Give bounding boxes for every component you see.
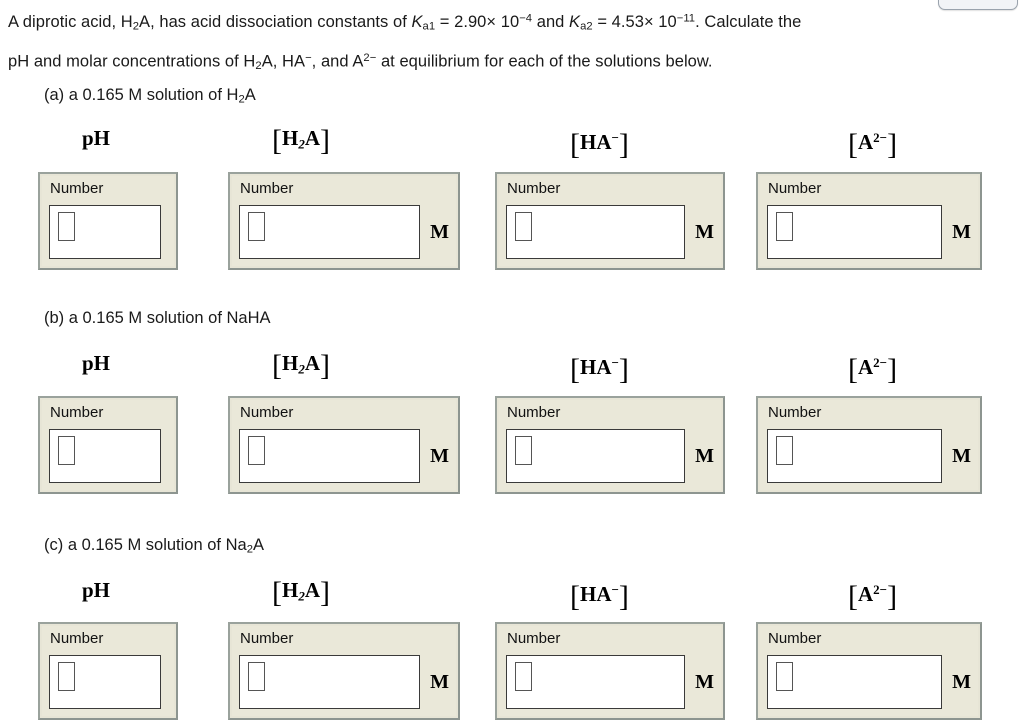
a2-input-b[interactable] [767, 429, 942, 483]
column-header-h2a-b: [H2A] [272, 349, 331, 383]
ph-input-c[interactable] [49, 655, 161, 709]
section-label-c: (c) a 0.165 M solution of Na2A [44, 536, 264, 556]
answer-box-ha-b[interactable]: Number M [495, 396, 725, 494]
answer-box-a2-b[interactable]: Number M [756, 396, 982, 494]
section-label-b: (b) a 0.165 M solution of NaHA [44, 309, 271, 327]
column-header-a2-a: [A2−] [848, 127, 898, 161]
h2a-input-b[interactable] [239, 429, 420, 483]
text-caret [248, 662, 265, 691]
unit-molar: M [695, 671, 714, 693]
column-header-a2-b: [A2−] [848, 352, 898, 386]
unit-molar: M [430, 221, 449, 243]
number-label: Number [240, 630, 294, 647]
number-label: Number [50, 404, 104, 421]
ka1-subscript: a1 [422, 20, 436, 33]
text-caret [515, 212, 532, 241]
column-header-h2a-c: [H2A] [272, 576, 331, 610]
a2-input-a[interactable] [767, 205, 942, 259]
text-caret [58, 212, 75, 241]
ka1-value: = 2.90× 10 [435, 13, 520, 32]
text-caret [515, 436, 532, 465]
number-label: Number [768, 180, 822, 197]
ka2-symbol: K [569, 13, 581, 32]
column-header-h2a-a: [H2A] [272, 124, 331, 158]
text-caret [58, 436, 75, 465]
answer-box-ph-c[interactable]: Number [38, 622, 178, 720]
number-label: Number [50, 180, 104, 197]
answer-box-ph-b[interactable]: Number [38, 396, 178, 494]
answer-box-a2-c[interactable]: Number M [756, 622, 982, 720]
text-caret [248, 436, 265, 465]
section-label-a: (a) a 0.165 M solution of H2A [44, 86, 256, 106]
h2a-input-c[interactable] [239, 655, 420, 709]
column-header-a2-c: [A2−] [848, 579, 898, 613]
top-right-chrome-stub[interactable] [938, 0, 1018, 10]
text-caret [776, 212, 793, 241]
number-label: Number [240, 180, 294, 197]
answer-box-ph-a[interactable]: Number [38, 172, 178, 270]
answer-box-a2-a[interactable]: Number M [756, 172, 982, 270]
ka2-subscript: a2 [580, 20, 593, 33]
number-label: Number [240, 404, 294, 421]
text-caret [58, 662, 75, 691]
statement-line-1: A diprotic acid, H2A, has acid dissociat… [8, 13, 802, 33]
answer-box-h2a-c[interactable]: Number M [228, 622, 460, 720]
unit-molar: M [952, 671, 971, 693]
unit-molar: M [430, 671, 449, 693]
number-label: Number [768, 404, 822, 421]
column-header-ph-b: pH [82, 351, 111, 375]
unit-molar: M [952, 445, 971, 467]
statement-line-2: pH and molar concentrations of H2A, HA−,… [8, 51, 713, 72]
unit-molar: M [695, 445, 714, 467]
unit-molar: M [695, 221, 714, 243]
text-caret [776, 662, 793, 691]
number-label: Number [507, 404, 561, 421]
ka2-exponent: −11 [676, 13, 696, 25]
ha-input-a[interactable] [506, 205, 685, 259]
text-caret [248, 212, 265, 241]
text-caret [776, 436, 793, 465]
ph-input-a[interactable] [49, 205, 161, 259]
column-header-ha-a: [HA−] [570, 127, 629, 161]
ha-input-b[interactable] [506, 429, 685, 483]
unit-molar: M [430, 445, 449, 467]
h2a-input-a[interactable] [239, 205, 420, 259]
text-caret [515, 662, 532, 691]
ph-input-b[interactable] [49, 429, 161, 483]
unit-molar: M [952, 221, 971, 243]
answer-box-h2a-b[interactable]: Number M [228, 396, 460, 494]
ka1-symbol: K [411, 13, 423, 32]
column-header-ph-a: pH [82, 126, 111, 150]
ha-input-c[interactable] [506, 655, 685, 709]
answer-box-ha-a[interactable]: Number M [495, 172, 725, 270]
problem-statement: A diprotic acid, H2A, has acid dissociat… [8, 4, 1016, 82]
column-header-ha-b: [HA−] [570, 352, 629, 386]
answer-box-ha-c[interactable]: Number M [495, 622, 725, 720]
column-header-ha-c: [HA−] [570, 579, 629, 613]
number-label: Number [507, 630, 561, 647]
number-label: Number [768, 630, 822, 647]
column-header-ph-c: pH [82, 578, 111, 602]
a2-input-c[interactable] [767, 655, 942, 709]
answer-box-h2a-a[interactable]: Number M [228, 172, 460, 270]
h2a-subscript: 2 [132, 20, 140, 33]
ka2-value: = 4.53× 10 [592, 13, 677, 32]
ka1-exponent: −4 [519, 13, 533, 25]
number-label: Number [50, 630, 104, 647]
number-label: Number [507, 180, 561, 197]
